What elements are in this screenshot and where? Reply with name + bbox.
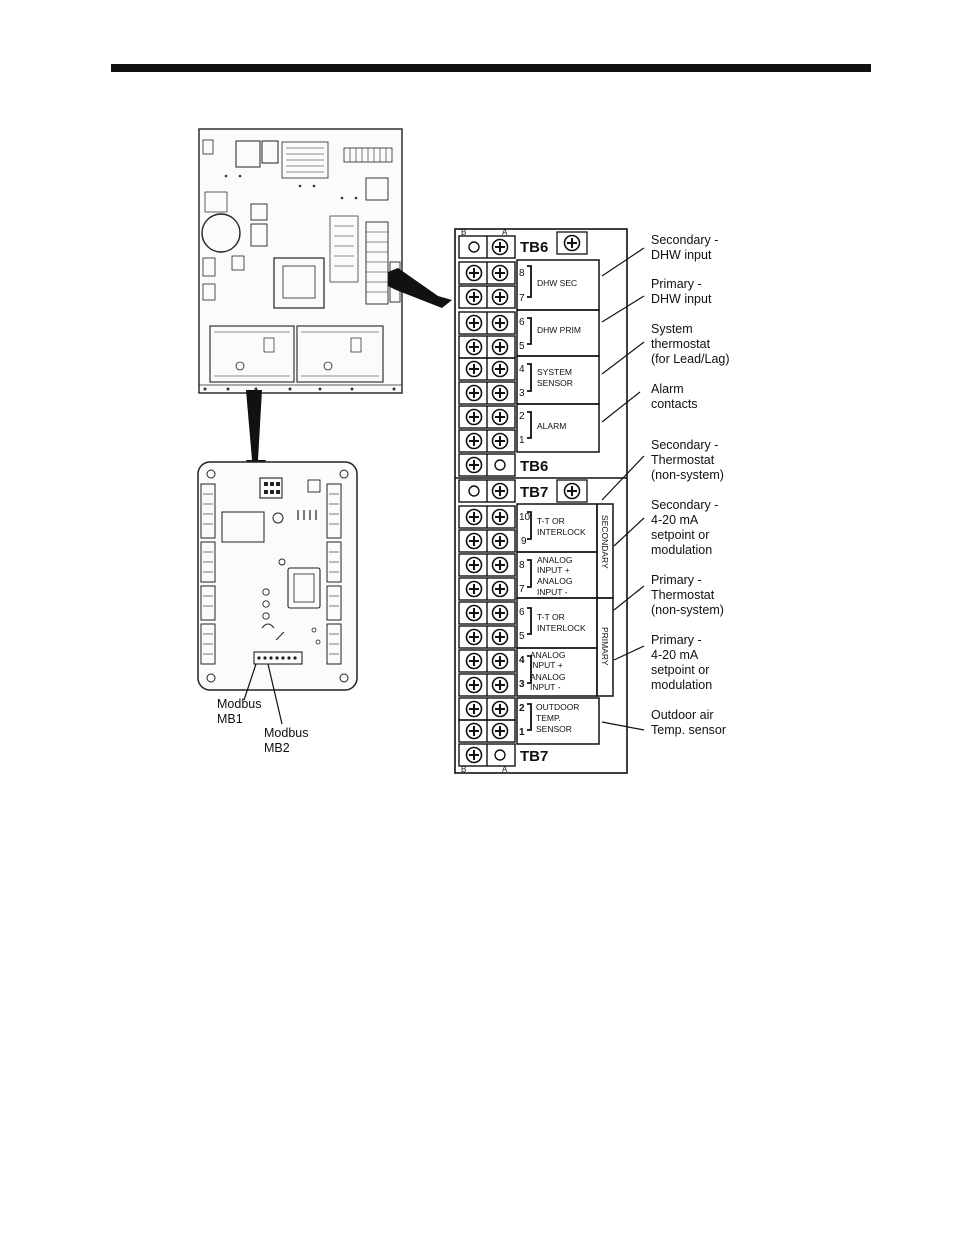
pin-label: 2 (519, 703, 525, 714)
pin-label: 3 (519, 388, 525, 399)
pin-label: 6 (519, 317, 525, 328)
group-analog-prim: INPUT + (530, 660, 563, 670)
group-alarm: ALARM (537, 421, 566, 431)
vertical-secondary: SECONDARY (600, 515, 610, 569)
modbus-mb2-label: Modbus MB2 (264, 726, 309, 755)
callout-secondary-thermostat: Secondary - Thermostat (non-system) (651, 438, 724, 482)
callout-secondary-dhw: Secondary - DHW input (651, 233, 719, 262)
group-dhw-sec: DHW SEC (537, 278, 577, 288)
pin-label: 7 (519, 293, 525, 304)
pin-label: 4 (519, 364, 525, 375)
pin-label: 5 (519, 631, 525, 642)
group-system-sensor: SYSTEM (537, 367, 572, 377)
pointer-arrow-to-terminal (388, 268, 452, 308)
callout-system-thermostat: System thermostat (for Lead/Lag) (651, 322, 730, 366)
callout-primary-thermostat: Primary - Thermostat (non-system) (651, 573, 724, 617)
pin-label: 6 (519, 607, 525, 618)
callout-outdoor-sensor: Outdoor air Temp. sensor (651, 708, 727, 737)
modbus-leaders (243, 663, 283, 725)
pin-label: 1 (519, 435, 525, 446)
group-analog-sec: ANALOG (537, 576, 572, 586)
group-system-sensor: SENSOR (537, 378, 573, 388)
group-analog-prim: INPUT - (530, 682, 561, 692)
pin-label: 8 (519, 560, 525, 571)
group-outdoor: SENSOR (536, 724, 572, 734)
group-tt-sec: INTERLOCK (537, 527, 586, 537)
col-b-label-bottom: B (461, 765, 466, 774)
tb6-top-label: TB6 (520, 239, 548, 256)
main-control-board (198, 128, 403, 394)
callout-secondary-420: Secondary - 4-20 mA setpoint or modulati… (651, 498, 719, 557)
group-outdoor: TEMP. (536, 713, 561, 723)
group-tt-prim: T-T OR (537, 612, 565, 622)
group-analog-sec: INPUT - (537, 587, 568, 597)
terminal-block: B A B A TB6 TB6 TB7 TB7 8 7 6 5 4 3 2 1 … (454, 228, 645, 774)
pin-label: 7 (519, 584, 525, 595)
pin-label: 5 (519, 341, 525, 352)
group-tt-prim: INTERLOCK (537, 623, 586, 633)
group-analog-prim: ANALOG (530, 672, 565, 682)
group-analog-sec: ANALOG (537, 555, 572, 565)
tb7-bottom-label: TB7 (520, 748, 548, 765)
pin-label: 3 (519, 679, 525, 690)
callout-primary-420: Primary - 4-20 mA setpoint or modulation (651, 633, 713, 692)
pointer-arrow-to-module (246, 390, 266, 480)
tb6-bottom-label: TB6 (520, 458, 548, 475)
group-outdoor: OUTDOOR (536, 702, 579, 712)
col-a-label: A (502, 228, 508, 237)
header-rule (111, 64, 871, 72)
vertical-primary: PRIMARY (600, 627, 610, 666)
pin-label: 9 (521, 536, 527, 547)
group-analog-prim: ANALOG (530, 650, 565, 660)
pin-label: 8 (519, 268, 525, 279)
col-a-label-bottom: A (502, 765, 508, 774)
callout-alarm-contacts: Alarm contacts (651, 382, 698, 411)
pin-label: 1 (519, 727, 525, 738)
pin-label: 2 (519, 411, 525, 422)
group-tt-sec: T-T OR (537, 516, 565, 526)
callout-primary-dhw: Primary - DHW input (651, 277, 712, 306)
pin-label: 4 (519, 655, 525, 666)
tb7-top-label: TB7 (520, 484, 548, 501)
group-analog-sec: INPUT + (537, 565, 570, 575)
callout-leaders (601, 247, 645, 731)
expansion-module (197, 461, 358, 691)
col-b-label: B (461, 228, 466, 237)
pin-label: 10 (519, 512, 531, 523)
group-dhw-prim: DHW PRIM (537, 325, 581, 335)
modbus-mb1-label: Modbus MB1 (217, 697, 262, 726)
